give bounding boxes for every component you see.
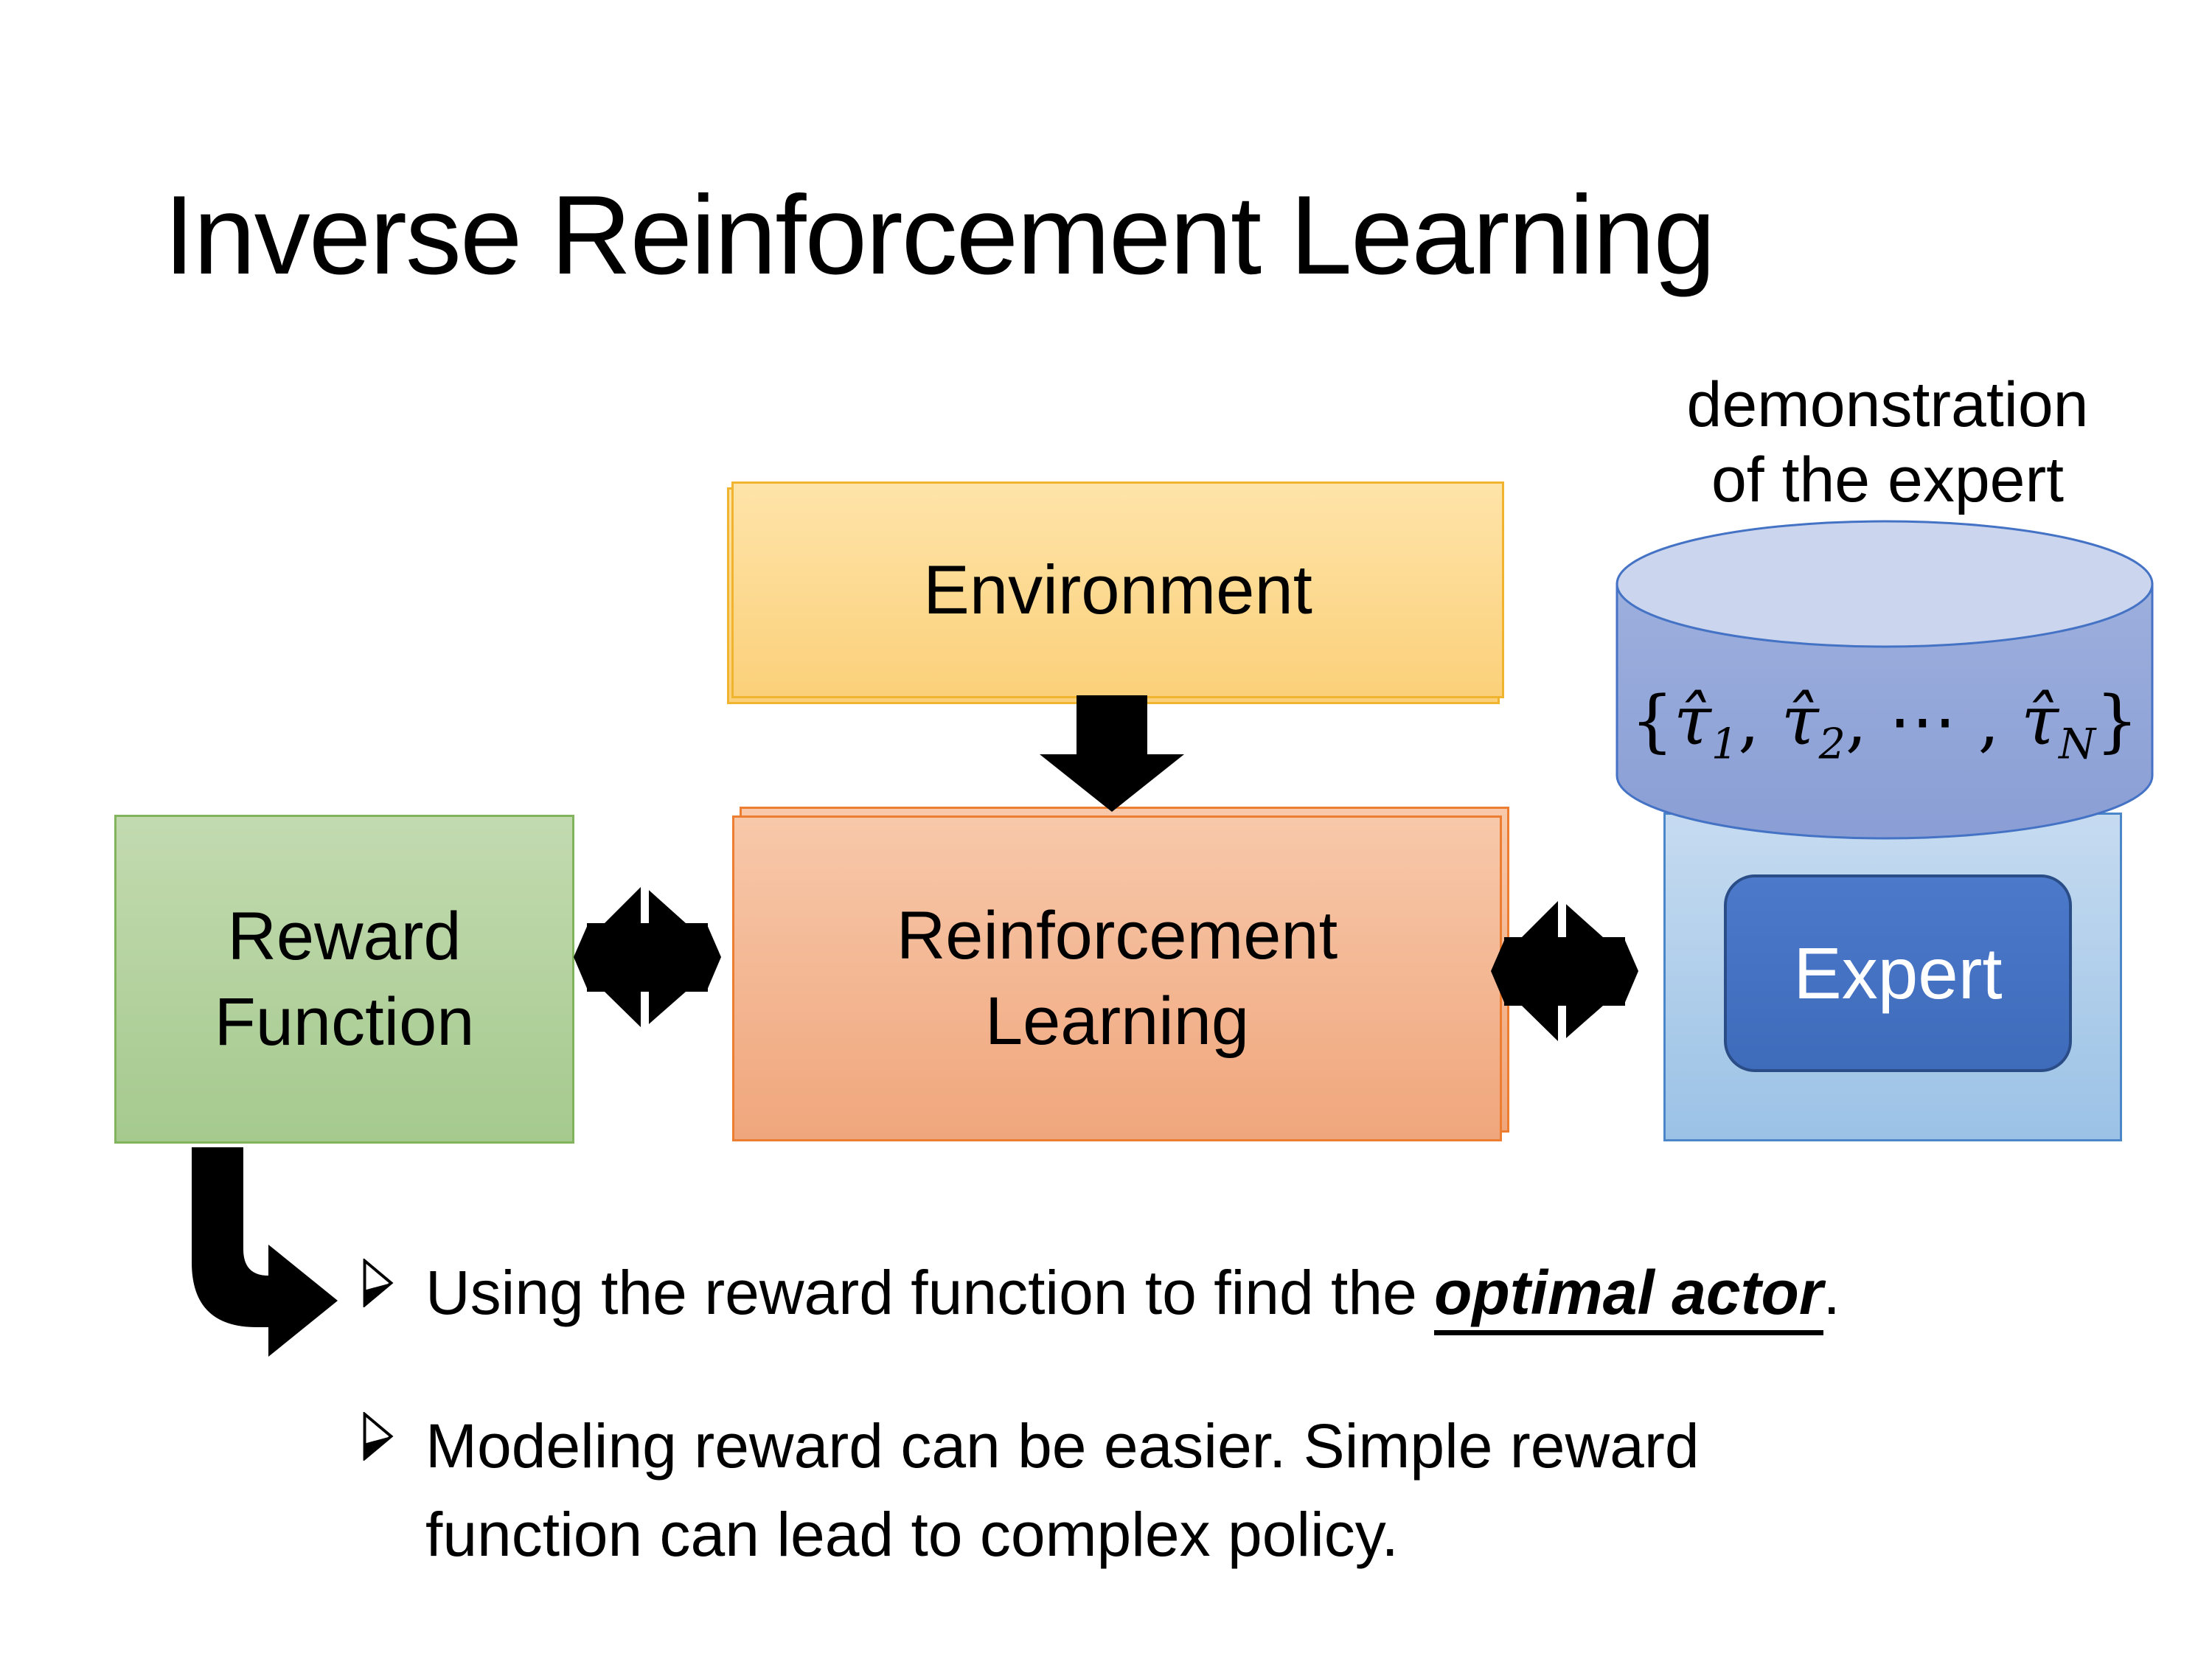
bullet2-text: Modeling reward can be easier. Simple re… xyxy=(425,1402,1700,1579)
environment-box: Environment xyxy=(731,481,1504,698)
list-item: Using the reward function to find the op… xyxy=(359,1248,2143,1337)
bullet2-line1: Modeling reward can be easier. Simple re… xyxy=(425,1411,1700,1481)
bullet1-tail: . xyxy=(1823,1258,1840,1327)
arrowhead-bullet-icon xyxy=(363,1259,394,1307)
page-title: Inverse Reinforcement Learning xyxy=(164,173,1716,298)
rl-box-label-line2: Learning xyxy=(984,984,1250,1059)
formula-open-brace: { xyxy=(1630,681,1674,760)
down-arrow-icon xyxy=(1040,695,1184,812)
double-arrow-left-icon xyxy=(574,883,721,1031)
bullet1-lead: Using the reward function to find the xyxy=(425,1258,1435,1327)
formula-tauN: τ̂ xyxy=(2021,681,2059,760)
database-cylinder-icon xyxy=(1615,520,2154,840)
bent-arrow-icon xyxy=(192,1147,338,1357)
formula-sep3: , xyxy=(1956,681,2022,760)
formula-tau1: τ̂ xyxy=(1674,681,1711,760)
reinforcement-learning-box: Reinforcement Learning xyxy=(732,815,1502,1141)
double-arrow-right-icon xyxy=(1491,897,1638,1045)
reward-box-label-line1: Reward xyxy=(227,899,462,974)
reward-function-box: Reward Function xyxy=(114,815,574,1144)
demonstration-label-line2: of the expert xyxy=(1711,445,2065,515)
bullet1-text: Using the reward function to find the op… xyxy=(425,1248,1840,1337)
formula-close-brace: } xyxy=(2095,681,2139,760)
formula-subN: N xyxy=(2059,720,2096,769)
expert-box: Expert xyxy=(1724,874,2072,1072)
environment-box-label: Environment xyxy=(923,551,1312,628)
formula-tau2: τ̂ xyxy=(1781,681,1819,760)
formula-sep1: , xyxy=(1738,681,1781,760)
arrowhead-bullet-icon xyxy=(363,1412,394,1461)
formula-sub2: 2 xyxy=(1818,720,1846,769)
demonstration-label: demonstration of the expert xyxy=(1600,367,2175,518)
bullet-list: Using the reward function to find the op… xyxy=(359,1248,2143,1579)
trajectory-set-formula: {τ̂1, τ̂2, ⋯ , τ̂N} xyxy=(1615,681,2154,768)
formula-sub1: 1 xyxy=(1711,720,1739,769)
list-item: Modeling reward can be easier. Simple re… xyxy=(359,1402,2143,1579)
expert-box-label: Expert xyxy=(1793,932,2003,1014)
bullet1-optimal-actor: optimal actor xyxy=(1434,1258,1823,1335)
formula-sep2: , xyxy=(1845,681,1889,760)
bullet2-line2: function can lead to complex policy. xyxy=(425,1500,1399,1569)
demonstration-label-line1: demonstration xyxy=(1686,369,2089,440)
rl-box-label-line1: Reinforcement xyxy=(896,898,1338,973)
reward-box-label-line2: Function xyxy=(214,984,475,1060)
formula-dots: ⋯ xyxy=(1888,681,1957,760)
